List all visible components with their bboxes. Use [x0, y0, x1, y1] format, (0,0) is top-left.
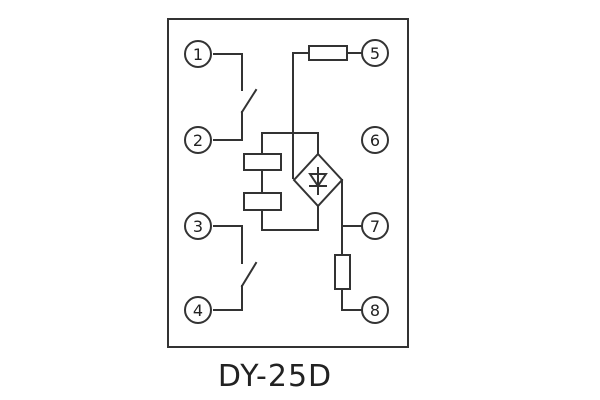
terminal-3: 3: [184, 212, 212, 240]
resistor-bottom: [334, 254, 351, 290]
svg-text:2: 2: [193, 131, 203, 150]
svg-text:4: 4: [193, 301, 203, 320]
resistor-top: [308, 45, 348, 61]
terminal-1: 1: [184, 40, 212, 68]
bridge-rectifier: [292, 152, 344, 208]
terminal-5: 5: [361, 39, 389, 67]
svg-text:6: 6: [370, 131, 380, 150]
coil-lower: [243, 192, 282, 211]
model-label: DY-25D: [218, 359, 332, 394]
svg-text:1: 1: [193, 45, 203, 64]
relay-housing-frame: [167, 18, 409, 348]
svg-text:8: 8: [370, 301, 380, 320]
svg-text:5: 5: [370, 44, 380, 63]
svg-text:3: 3: [193, 217, 203, 236]
contact-1-2: [213, 53, 258, 141]
coil-upper: [243, 153, 282, 171]
svg-text:7: 7: [370, 217, 380, 236]
terminal-8: 8: [361, 296, 389, 324]
wire-resistor-to-bridge: [292, 52, 310, 179]
terminal-7: 7: [361, 212, 389, 240]
terminal-6: 6: [361, 126, 389, 154]
coil-circuit: [243, 132, 319, 231]
wire-lower-resistor-to-terminal-8: [341, 288, 362, 311]
contact-3-4: [213, 225, 258, 311]
terminal-2: 2: [184, 126, 212, 154]
terminal-4: 4: [184, 296, 212, 324]
wire-bridge-to-terminal-7: [341, 179, 362, 227]
